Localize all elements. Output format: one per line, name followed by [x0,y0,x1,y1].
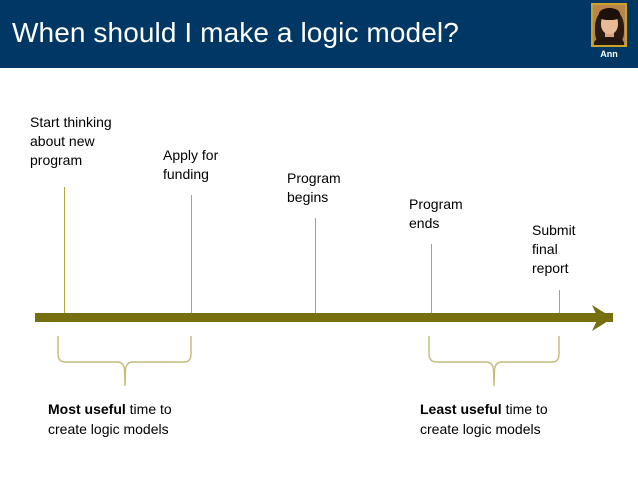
least-useful-brace [427,335,561,388]
caption-most-useful-emphasis: Most useful [48,401,126,417]
caption-least-useful-rest: time to [501,401,548,417]
tick-line-apply-funding [191,195,192,313]
avatar-hair-top-shape [598,8,620,20]
event-label-program-ends: Program ends [409,196,463,231]
caption-most-useful-line2: create logic models [48,421,169,437]
caption-least-useful: Least useful time to create logic models [420,399,638,439]
event-label-submit-report: Submit final report [532,222,576,276]
caption-most-useful-line1: Most useful time to [48,399,278,419]
presenter-block: Ann [587,3,631,60]
caption-least-useful-emphasis: Least useful [420,401,502,417]
avatar-neck-shape [604,31,614,40]
slide-header: When should I make a logic model? Ann [0,0,638,68]
right-arrow-icon [578,303,618,333]
caption-most-useful-rest: time to [125,401,172,417]
event-label-apply-funding: Apply for funding [163,147,219,182]
tick-line-program-ends [431,244,432,313]
tick-line-start-thinking [64,187,65,313]
event-label-program-begins: Program begins [287,170,341,205]
avatar-name-label: Ann [600,49,618,59]
caption-least-useful-line1: Least useful time to [420,399,638,419]
tick-line-submit-report [559,290,560,313]
caption-most-useful: Most useful time to create logic models [48,399,278,439]
caption-least-useful-line2: create logic models [420,421,541,437]
timeline-axis-bar [35,313,613,322]
tick-line-program-begins [315,218,316,313]
avatar-shoulders-shape [594,37,624,45]
event-label-start-thinking: Start thinking about new program [30,114,112,168]
page-title: When should I make a logic model? [12,17,459,48]
most-useful-brace [56,335,193,388]
avatar [591,3,627,47]
